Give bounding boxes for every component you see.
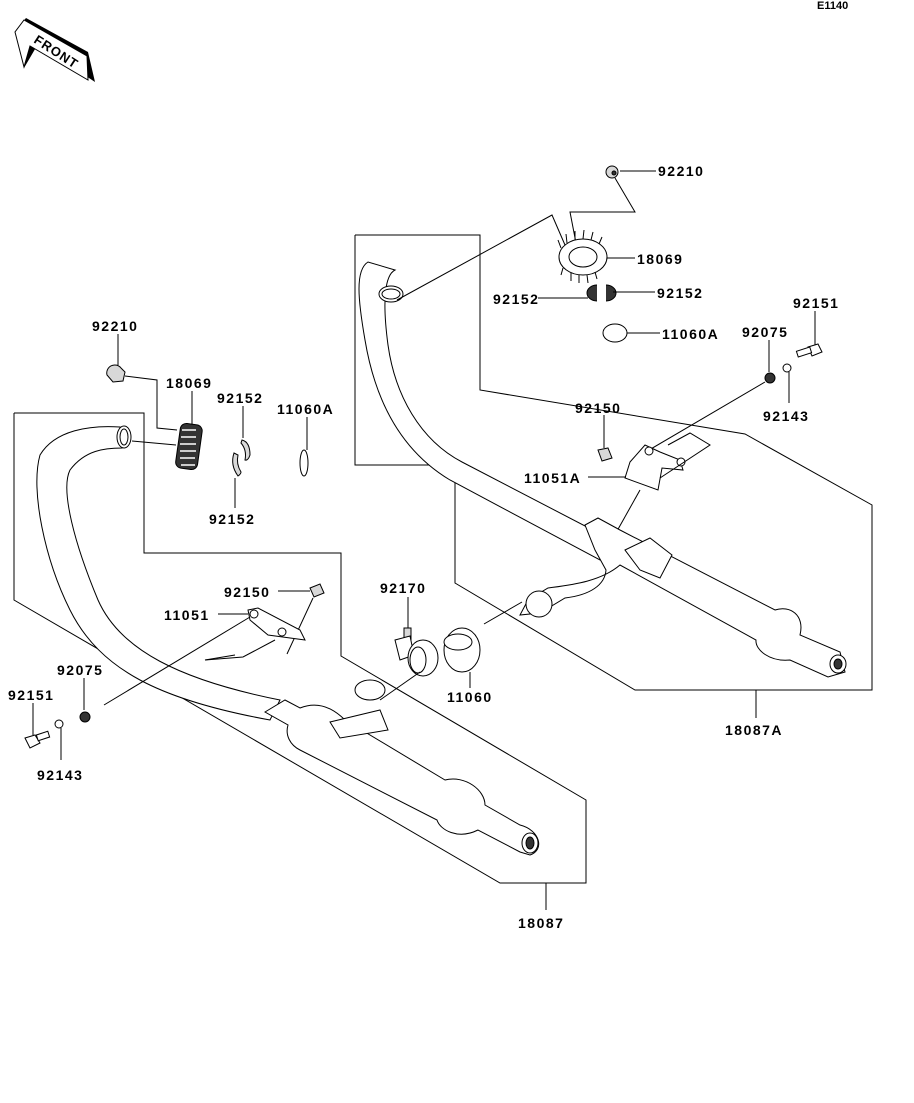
muffler-18087 (264, 679, 540, 856)
collar-92152-right-a (586, 284, 598, 302)
label-18069-right: 18069 (637, 251, 683, 267)
collar-92143-right (782, 363, 792, 373)
gasket-11060 (443, 627, 481, 673)
collar-92152-left-top (240, 439, 251, 461)
label-18069-left: 18069 (166, 375, 212, 391)
label-11060: 11060 (447, 689, 493, 705)
label-18087: 18087 (518, 915, 564, 931)
label-92075-left: 92075 (57, 662, 103, 678)
label-92150-left: 92150 (224, 584, 270, 600)
bolt-92151-right (795, 343, 823, 358)
gasket-18069-right (557, 229, 608, 284)
label-92151-right: 92151 (793, 295, 839, 311)
damper-92075-right (764, 372, 776, 384)
bolt-92150-right (597, 447, 613, 462)
label-92143-left: 92143 (37, 767, 83, 783)
bolt-92151-left (24, 730, 51, 749)
clamp-92170 (394, 627, 439, 677)
gasket-11060A-right (602, 323, 628, 343)
left-group-frame (13, 412, 587, 884)
label-92075-right: 92075 (742, 324, 788, 340)
label-11060A-right: 11060A (662, 326, 719, 342)
gasket-18069-left (175, 422, 203, 471)
collar-92152-left-bottom (232, 452, 242, 477)
nut-92210-right (605, 165, 619, 179)
label-92151-left: 92151 (8, 687, 54, 703)
label-92210-left: 92210 (92, 318, 138, 334)
gasket-11060A-left (299, 449, 309, 477)
nut-92210-left (106, 364, 126, 383)
label-92143-right: 92143 (763, 408, 809, 424)
label-18087A: 18087A (725, 722, 783, 738)
damper-92075-left (79, 711, 91, 723)
label-92152-left-bottom: 92152 (209, 511, 255, 527)
front-arrow-icon: FRONT (14, 18, 95, 82)
label-92152-left-top: 92152 (217, 390, 263, 406)
left-header-pipe (36, 425, 281, 721)
bracket-11051A-right (624, 444, 686, 491)
label-11060A-left: 11060A (277, 401, 334, 417)
bolt-92150-left (309, 583, 325, 598)
diagram-code: E1140 (817, 0, 848, 12)
right-group-frame (354, 234, 873, 691)
bracket-11051-left (247, 607, 306, 641)
muffler-18087A (519, 517, 847, 678)
label-92150-right: 92150 (575, 400, 621, 416)
collar-92152-right-b (605, 284, 617, 302)
label-92152-right-right: 92152 (657, 285, 703, 301)
label-92152-right-left: 92152 (493, 291, 539, 307)
label-92210-right: 92210 (658, 163, 704, 179)
label-11051-left: 11051 (164, 607, 210, 623)
label-92170: 92170 (380, 580, 426, 596)
collar-92143-left (54, 719, 64, 729)
label-11051A-right: 11051A (524, 470, 581, 486)
